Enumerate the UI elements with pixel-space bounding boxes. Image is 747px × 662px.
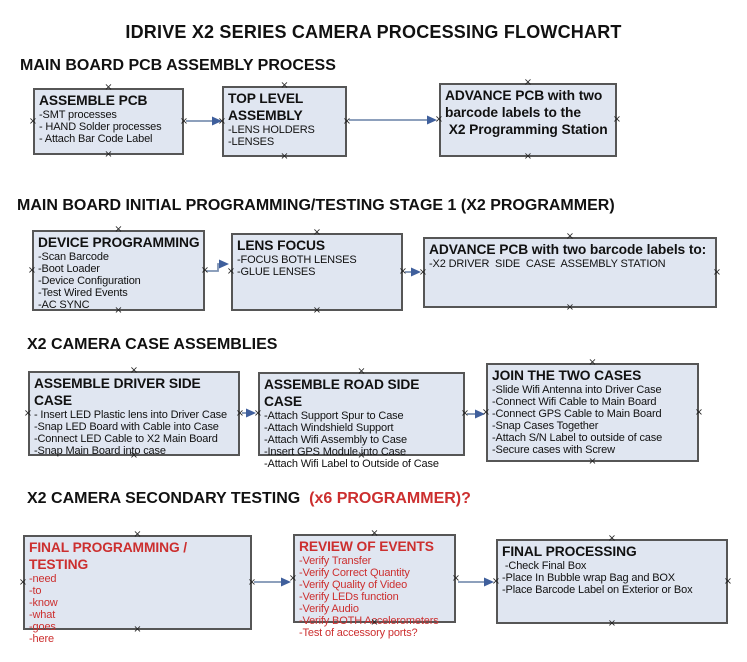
box-item: -LENS HOLDERS — [228, 124, 315, 137]
box-title: LENS FOCUS — [237, 238, 325, 253]
box-item: -Attach Wifi Label to Outside of Case — [264, 458, 439, 471]
box-item: -LENSES — [228, 136, 275, 149]
box-item: -X2 DRIVER SIDE CASE ASSEMBLY STATION — [429, 258, 666, 271]
page-title: IDRIVE X2 SERIES CAMERA PROCESSING FLOWC… — [125, 22, 622, 42]
box-item: -Boot Loader — [38, 263, 100, 276]
box-item: -Connect LED Cable to X2 Main Board — [34, 433, 218, 446]
flow-box-device-programming: DEVICE PROGRAMMING-Scan Barcode-Boot Loa… — [32, 230, 205, 311]
box-item: -FOCUS BOTH LENSES — [237, 254, 357, 267]
heading-segment: MAIN BOARD PCB ASSEMBLY PROCESS — [20, 57, 336, 74]
box-title: TOP LEVEL ASSEMBLY — [228, 91, 307, 124]
connector-line — [206, 263, 226, 272]
flow-box-review-of-events: REVIEW OF EVENTS-Verify Transfer-Verify … — [293, 534, 456, 639]
box-item: -Attach S/N Label to outside of case — [492, 432, 663, 445]
box-item: -Verify Audio — [299, 603, 359, 616]
box-item: -Slide Wifi Antenna into Driver Case — [492, 384, 662, 397]
flow-box-join-the-two-cases: JOIN THE TWO CASES-Slide Wifi Antenna in… — [486, 363, 699, 462]
flow-box-final-programming-testing: FINAL PROGRAMMING / TESTING-need-to-know… — [23, 535, 252, 645]
box-item: -Insert GPS Module into Case — [264, 446, 406, 459]
box-item: -Place In Bubble wrap Bag and BOX — [502, 572, 675, 585]
box-item: -Device Configuration — [38, 275, 141, 288]
flow-box-advance-pcb-to-driver-case: ADVANCE PCB with two barcode labels to:-… — [423, 237, 717, 308]
heading-segment: MAIN BOARD INITIAL PROGRAMMING/TESTING S… — [17, 197, 615, 214]
box-item: -Snap LED Board with Cable into Case — [34, 421, 219, 434]
box-title: ASSEMBLE ROAD SIDE CASE — [264, 377, 424, 410]
box-item: -AC SYNC — [38, 299, 90, 312]
box-title: ADVANCE PCB with two barcode labels to t… — [445, 88, 608, 138]
heading-segment: X2 CAMERA CASE ASSEMBLIES — [27, 336, 278, 353]
flow-box-assemble-pcb: ASSEMBLE PCB-SMT processes- HAND Solder … — [33, 88, 184, 155]
box-title: REVIEW OF EVENTS — [299, 539, 434, 554]
box-title: FINAL PROGRAMMING / TESTING — [29, 540, 191, 573]
flow-box-final-processing: FINAL PROCESSING -Check Final Box-Place … — [496, 539, 728, 624]
box-item: - Insert LED Plastic lens into Driver Ca… — [34, 409, 227, 422]
box-item: -GLUE LENSES — [237, 266, 316, 279]
box-title: ASSEMBLE PCB — [39, 93, 148, 108]
connector-arrowhead-icon — [411, 267, 421, 277]
box-item: -Verify Transfer — [299, 555, 372, 568]
box-item: -Attach Windshield Support — [264, 422, 394, 435]
flow-box-advance-pcb-to-programming-station: ADVANCE PCB with two barcode labels to t… — [439, 83, 617, 157]
flow-box-lens-focus: LENS FOCUS-FOCUS BOTH LENSES-GLUE LENSES — [231, 233, 403, 311]
box-item: -Place Barcode Label on Exterior or Box — [502, 584, 693, 597]
connector-arrowhead-icon — [246, 408, 256, 418]
box-item: -Secure cases with Screw — [492, 444, 615, 457]
heading-segment: (x6 PROGRAMMER)? — [304, 490, 471, 507]
box-item: -Attach Wifi Assembly to Case — [264, 434, 407, 447]
box-item: -Snap Cases Together — [492, 420, 599, 433]
box-title: FINAL PROCESSING — [502, 544, 637, 559]
flow-box-top-level-assembly: TOP LEVEL ASSEMBLY-LENS HOLDERS-LENSES — [222, 86, 347, 157]
box-item: -Test Wired Events — [38, 287, 128, 300]
connector-arrowhead-icon — [219, 259, 229, 269]
section-heading-initial-programming-stage-1: MAIN BOARD INITIAL PROGRAMMING/TESTING S… — [17, 197, 615, 215]
box-item: -Attach Support Spur to Case — [264, 410, 404, 423]
box-title: DEVICE PROGRAMMING — [38, 235, 200, 250]
section-heading-camera-case-assemblies: X2 CAMERA CASE ASSEMBLIES — [27, 336, 277, 354]
box-item: -need — [29, 573, 57, 586]
box-item: -Connect Wifi Cable to Main Board — [492, 396, 657, 409]
box-title: ASSEMBLE DRIVER SIDE CASE — [34, 376, 205, 409]
box-item: -Check Final Box — [502, 560, 587, 573]
box-item: -know — [29, 597, 58, 610]
flow-box-assemble-driver-side-case: ASSEMBLE DRIVER SIDE CASE- Insert LED Pl… — [28, 371, 240, 458]
flow-box-assemble-road-side-case: ASSEMBLE ROAD SIDE CASE-Attach Support S… — [258, 372, 465, 470]
box-item: -Verify LEDs function — [299, 591, 399, 604]
box-item: -Scan Barcode — [38, 251, 109, 264]
connector-arrowhead-icon — [484, 577, 494, 587]
box-item: -goes — [29, 621, 56, 634]
section-heading-camera-secondary-testing: X2 CAMERA SECONDARY TESTING (x6 PROGRAMM… — [27, 490, 471, 508]
box-item: -what — [29, 609, 56, 622]
box-item: -Verify BOTH Accelerometers — [299, 615, 439, 628]
box-item: -Connect GPS Cable to Main Board — [492, 408, 662, 421]
connector-arrowhead-icon — [281, 577, 291, 587]
box-item: -to — [29, 585, 42, 598]
box-item: - Attach Bar Code Label — [39, 133, 153, 146]
connector-arrowhead-icon — [427, 115, 437, 125]
box-item: -Verify Correct Quantity — [299, 567, 410, 580]
heading-segment: X2 CAMERA SECONDARY TESTING — [27, 490, 305, 507]
connector-arrowhead-icon — [212, 116, 222, 126]
box-item: -Verify Quality of Video — [299, 579, 408, 592]
box-title: JOIN THE TWO CASES — [492, 368, 642, 383]
box-title: ADVANCE PCB with two barcode labels to: — [429, 242, 707, 257]
box-item: -Test of accessory ports? — [299, 627, 418, 640]
box-item: -SMT processes — [39, 109, 117, 122]
section-heading-pcb-assembly: MAIN BOARD PCB ASSEMBLY PROCESS — [20, 57, 336, 75]
box-item: - HAND Solder processes — [39, 121, 162, 134]
connector-arrowhead-icon — [475, 409, 485, 419]
box-item: -here — [29, 633, 54, 646]
box-item: -Snap Main Board into case — [34, 445, 166, 458]
